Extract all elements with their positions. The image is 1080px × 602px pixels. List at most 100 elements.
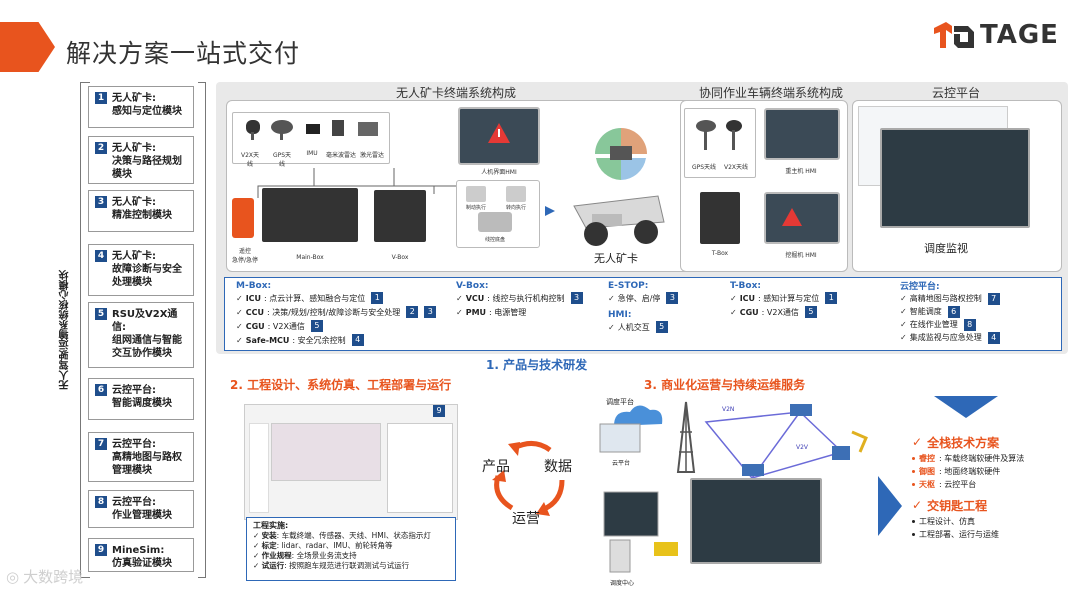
check-icon: ✓ [608, 293, 615, 303]
arrow-right-icon [545, 206, 555, 216]
check-icon: ✓ [236, 307, 243, 317]
module-number: 7 [95, 438, 107, 450]
module-ref-badge: 3 [570, 292, 583, 304]
module-ref-badge: 5 [655, 321, 668, 333]
arrow-right-large-icon [878, 476, 902, 536]
caption-hmi2: 挖掘机 HMI [785, 252, 817, 259]
caption-exec1: 制动执行 [465, 205, 486, 211]
module-text: 云控平台: 作业管理模块 [112, 497, 172, 521]
logo-text: TAGE [980, 20, 1059, 50]
warning-icon [488, 123, 510, 143]
core-modules-label: 无人驾驶运输系统核心模块 [60, 270, 71, 390]
hmi-title: HMI: [608, 310, 632, 320]
caption-collab-v2x: V2X天线 [723, 164, 749, 171]
check-icon: ✓ [900, 307, 907, 316]
check-icon: ✓ [236, 335, 243, 345]
cycle-data: 数据 [544, 459, 572, 475]
module-text: 无人矿卡: 决策与路径规划模块 [112, 143, 182, 180]
caption-gps: GPS天线 [272, 152, 292, 168]
check-icon: ✓ [912, 498, 923, 512]
step-1-title: 1. 产品与技术研发 [486, 358, 588, 372]
cycle-ops: 运营 [512, 511, 540, 527]
module-text: 无人矿卡: 故障诊断与安全处理模块 [112, 251, 182, 288]
summary-head-fullstack: ✓全栈技术方案 [912, 435, 1000, 450]
ops-v2v-label: V2V [796, 444, 809, 451]
fullstack-item: 御图: 地面终端软硬件 [912, 465, 1072, 478]
cycle-product: 产品 [482, 459, 510, 475]
caption-hmi1: 重主机 HMI [785, 168, 817, 175]
module-text: 无人矿卡: 精准控制模块 [112, 197, 172, 221]
cycle-arrows [492, 441, 565, 516]
vbox-item: ✓PMU: 电源管理 [456, 307, 527, 317]
module-ref-badge: 3 [666, 292, 679, 304]
module-ref-badge: 8 [963, 318, 976, 331]
module-ref-badge: 5 [804, 306, 817, 318]
check-icon: ✓ [608, 322, 615, 332]
main-box-device [262, 188, 358, 242]
check-icon: ✓ [730, 293, 737, 303]
arrow-down-icon [934, 396, 998, 418]
section-title-cloud: 云控平台 [931, 86, 980, 100]
simulation-software-screenshot [244, 404, 458, 520]
caption-exec3: 线控底盘 [484, 237, 505, 243]
v2x-network-diagram [599, 401, 868, 573]
callout-line: ✓ 标定: lidar、radar、IMU、前轮转角等 [253, 541, 393, 550]
module-number: 5 [95, 308, 107, 320]
check-icon: ✓ [236, 293, 243, 303]
excavator-hmi-screen [764, 192, 840, 244]
check-icon: ✓ [236, 321, 243, 331]
watermark-logo-icon: ◎ [6, 567, 20, 586]
mining-truck-illustration [573, 128, 665, 246]
section-title-truck-terminal: 无人矿卡终端系统构成 [395, 86, 516, 100]
module-number: 1 [95, 92, 107, 104]
callout-lines: ✓ 安装: 车载终端、传感器、天线、HMI、状态指示灯✓ 标定: lidar、r… [253, 531, 449, 571]
fullstack-item: 天枢: 云控平台 [912, 478, 1072, 491]
cloud-title: 云控平台: [900, 282, 940, 292]
module-ref-badge: 6 [947, 305, 960, 318]
ops-cloud-label: 云平台 [612, 460, 631, 467]
antenna-icons [696, 120, 742, 150]
antenna-box [684, 108, 756, 178]
warning-icon-small [782, 208, 802, 226]
module-ref-badge: 7 [987, 292, 1000, 305]
caption-collab-gps: GPS天线 [691, 164, 717, 171]
caption-v2x: V2X天线 [240, 152, 260, 168]
caption-hmi: 人机界面HMI [481, 169, 517, 176]
module-number: 8 [95, 496, 107, 508]
watermark: ◎ 大数跨境 [6, 566, 83, 587]
v-box-device [374, 190, 426, 242]
wiring-lines [257, 168, 464, 198]
remote-controller-icon [232, 198, 254, 238]
turnkey-item: 工程设计、仿真 [912, 515, 1072, 528]
step-2-title: 2. 工程设计、系统仿真、工程部署与运行 [230, 378, 452, 392]
module-number: 6 [95, 384, 107, 396]
check-icon: ✓ [900, 333, 907, 342]
truck-label: 无人矿卡 [594, 252, 638, 265]
caption-mmradar: 毫米波雷达 [326, 152, 357, 159]
ops-monitor-screen [690, 478, 822, 564]
module-ref-badge: 3 [424, 306, 437, 318]
summary-head-turnkey: ✓交钥匙工程 [912, 498, 988, 513]
ops-dispatch-label: 调度平台 [606, 398, 634, 406]
caption-vbox: V-Box [391, 254, 409, 261]
tage-logo-icon [934, 22, 974, 48]
fullstack-item: 睿控: 车载终端软硬件及算法 [912, 452, 1072, 465]
caption-lidar: 激光雷达 [359, 152, 384, 159]
hmi-screen [458, 107, 540, 165]
